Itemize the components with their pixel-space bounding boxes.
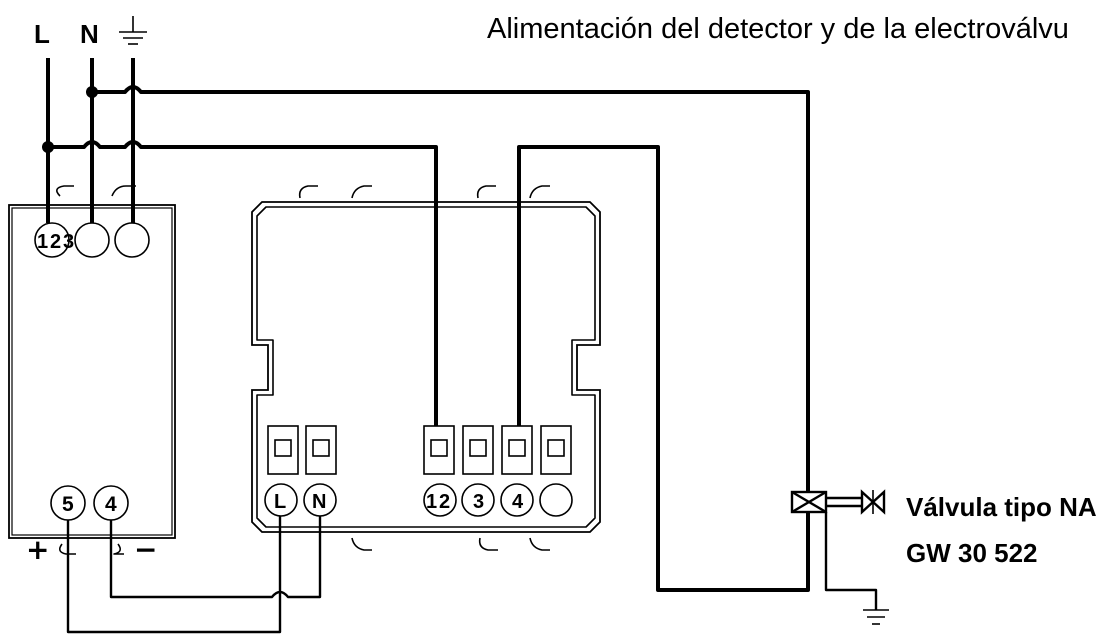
module-terminal-3	[461, 483, 495, 517]
polarity-plus: +	[26, 533, 49, 566]
gas-detector-inner	[11, 207, 173, 536]
module-terminal-1	[423, 483, 457, 517]
module-terminal-label-4: 4	[512, 491, 524, 513]
wire-n-to-valve	[92, 85, 810, 492]
relay-module-body	[251, 201, 601, 533]
detector-terminal-label-2: 2	[50, 231, 61, 253]
module-terminal-label-l: L	[274, 491, 286, 513]
detector-top-clips	[56, 185, 136, 197]
detector-terminal-label-4: 4	[105, 493, 117, 516]
diagram-title: Alimentación del detector y de la electr…	[487, 13, 1069, 45]
wire-l-to-module-1	[48, 140, 438, 426]
detector-terminal-label-1: 1	[37, 231, 48, 253]
relay-module-inner	[256, 206, 596, 528]
wires	[46, 58, 810, 634]
module-screw-blocks	[267, 425, 572, 475]
module-terminal-label-n: N	[312, 491, 326, 513]
wire-valve-ground	[824, 512, 878, 610]
supply-ground-icon	[119, 16, 147, 45]
valve-ground-icon	[863, 609, 889, 625]
module-terminal-label-1: 1	[426, 491, 437, 513]
detector-terminal-2	[74, 222, 110, 258]
module-terminal-blank	[539, 483, 573, 517]
detector-terminal-1	[34, 222, 70, 258]
valve-label-code: GW 30 522	[906, 538, 1038, 568]
detector-bottom-clips	[58, 543, 124, 555]
solenoid-valve-icon	[790, 489, 886, 515]
supply-label-l: L	[34, 19, 50, 49]
detector-terminal-label-5: 5	[62, 493, 74, 516]
module-terminal-label-3: 3	[473, 491, 484, 513]
polarity-minus: −	[134, 533, 157, 566]
detector-terminal-label-3: 3	[63, 231, 74, 253]
wire-plus-to-module-l	[66, 516, 282, 634]
supply-label-n: N	[80, 19, 99, 49]
junction-dot-l	[42, 141, 54, 153]
module-bottom-clips	[351, 537, 550, 551]
detector-terminal-3	[114, 222, 150, 258]
module-top-clips	[298, 185, 550, 199]
module-terminal-4	[500, 483, 534, 517]
wire-minus-to-module-n	[109, 516, 322, 599]
wire-module-4-to-valve	[517, 145, 810, 592]
valve-label-type: Válvula tipo NA	[906, 492, 1097, 522]
junction-dot-n	[86, 86, 98, 98]
module-terminal-label-2: 2	[439, 491, 450, 513]
